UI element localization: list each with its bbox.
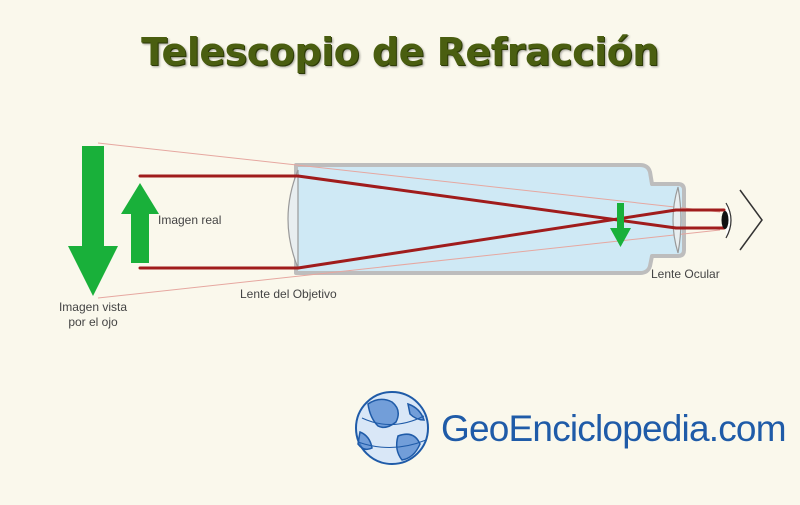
label-imagen-vista: Imagen vista por el ojo — [38, 300, 148, 330]
label-lente-ocular: Lente Ocular — [651, 267, 720, 281]
telescope-tube — [294, 163, 686, 275]
arrow-imagen-vista — [68, 146, 118, 296]
arrow-imagen-real — [121, 183, 159, 263]
projection-line-top — [97, 142, 721, 213]
ray-bottom-cross — [296, 208, 678, 270]
label-imagen-vista-line2: por el ojo — [68, 315, 118, 329]
arrow-imagen-ocular — [610, 203, 631, 247]
eyepiece-lens — [672, 186, 682, 254]
eye-icon — [721, 189, 763, 251]
label-lente-objetivo: Lente del Objetivo — [240, 287, 337, 301]
page-title: Telescopio de Refracción — [141, 30, 659, 74]
label-imagen-vista-line1: Imagen vista — [58, 300, 128, 314]
globe-icon — [355, 391, 429, 465]
objective-lens — [287, 169, 299, 269]
brand-text: GeoEnciclopedia.com — [441, 408, 787, 449]
label-imagen-real: Imagen real — [158, 213, 222, 227]
projection-line-bottom — [97, 229, 721, 299]
